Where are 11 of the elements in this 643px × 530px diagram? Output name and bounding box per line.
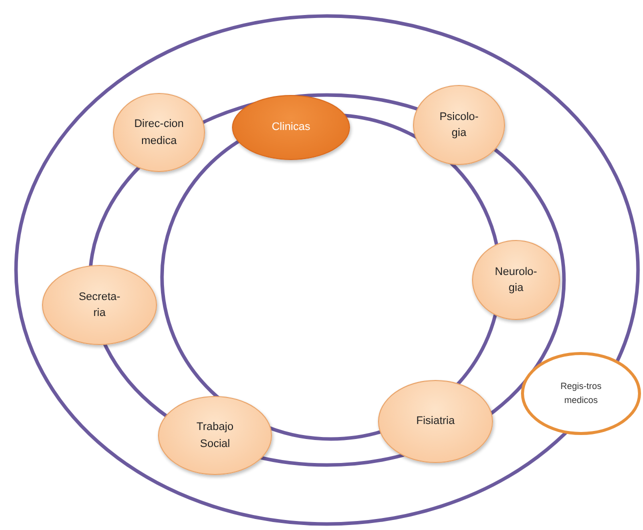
department-ellipse — [158, 396, 272, 475]
department-label: Trabajo Social — [196, 420, 234, 452]
department-label: Direc-cion medica — [133, 117, 185, 148]
department-label: Fisiatria — [416, 414, 455, 430]
department-label: Neurolo- gia — [494, 264, 538, 296]
department-label: Psicolo- gia — [438, 110, 480, 141]
department-label: Regis-tros medicos — [559, 380, 602, 406]
department-label: Clinicas — [272, 120, 310, 136]
department-ellipse — [232, 95, 350, 160]
department-ellipse — [472, 240, 560, 320]
department-label: Secreta- ria — [78, 290, 122, 321]
